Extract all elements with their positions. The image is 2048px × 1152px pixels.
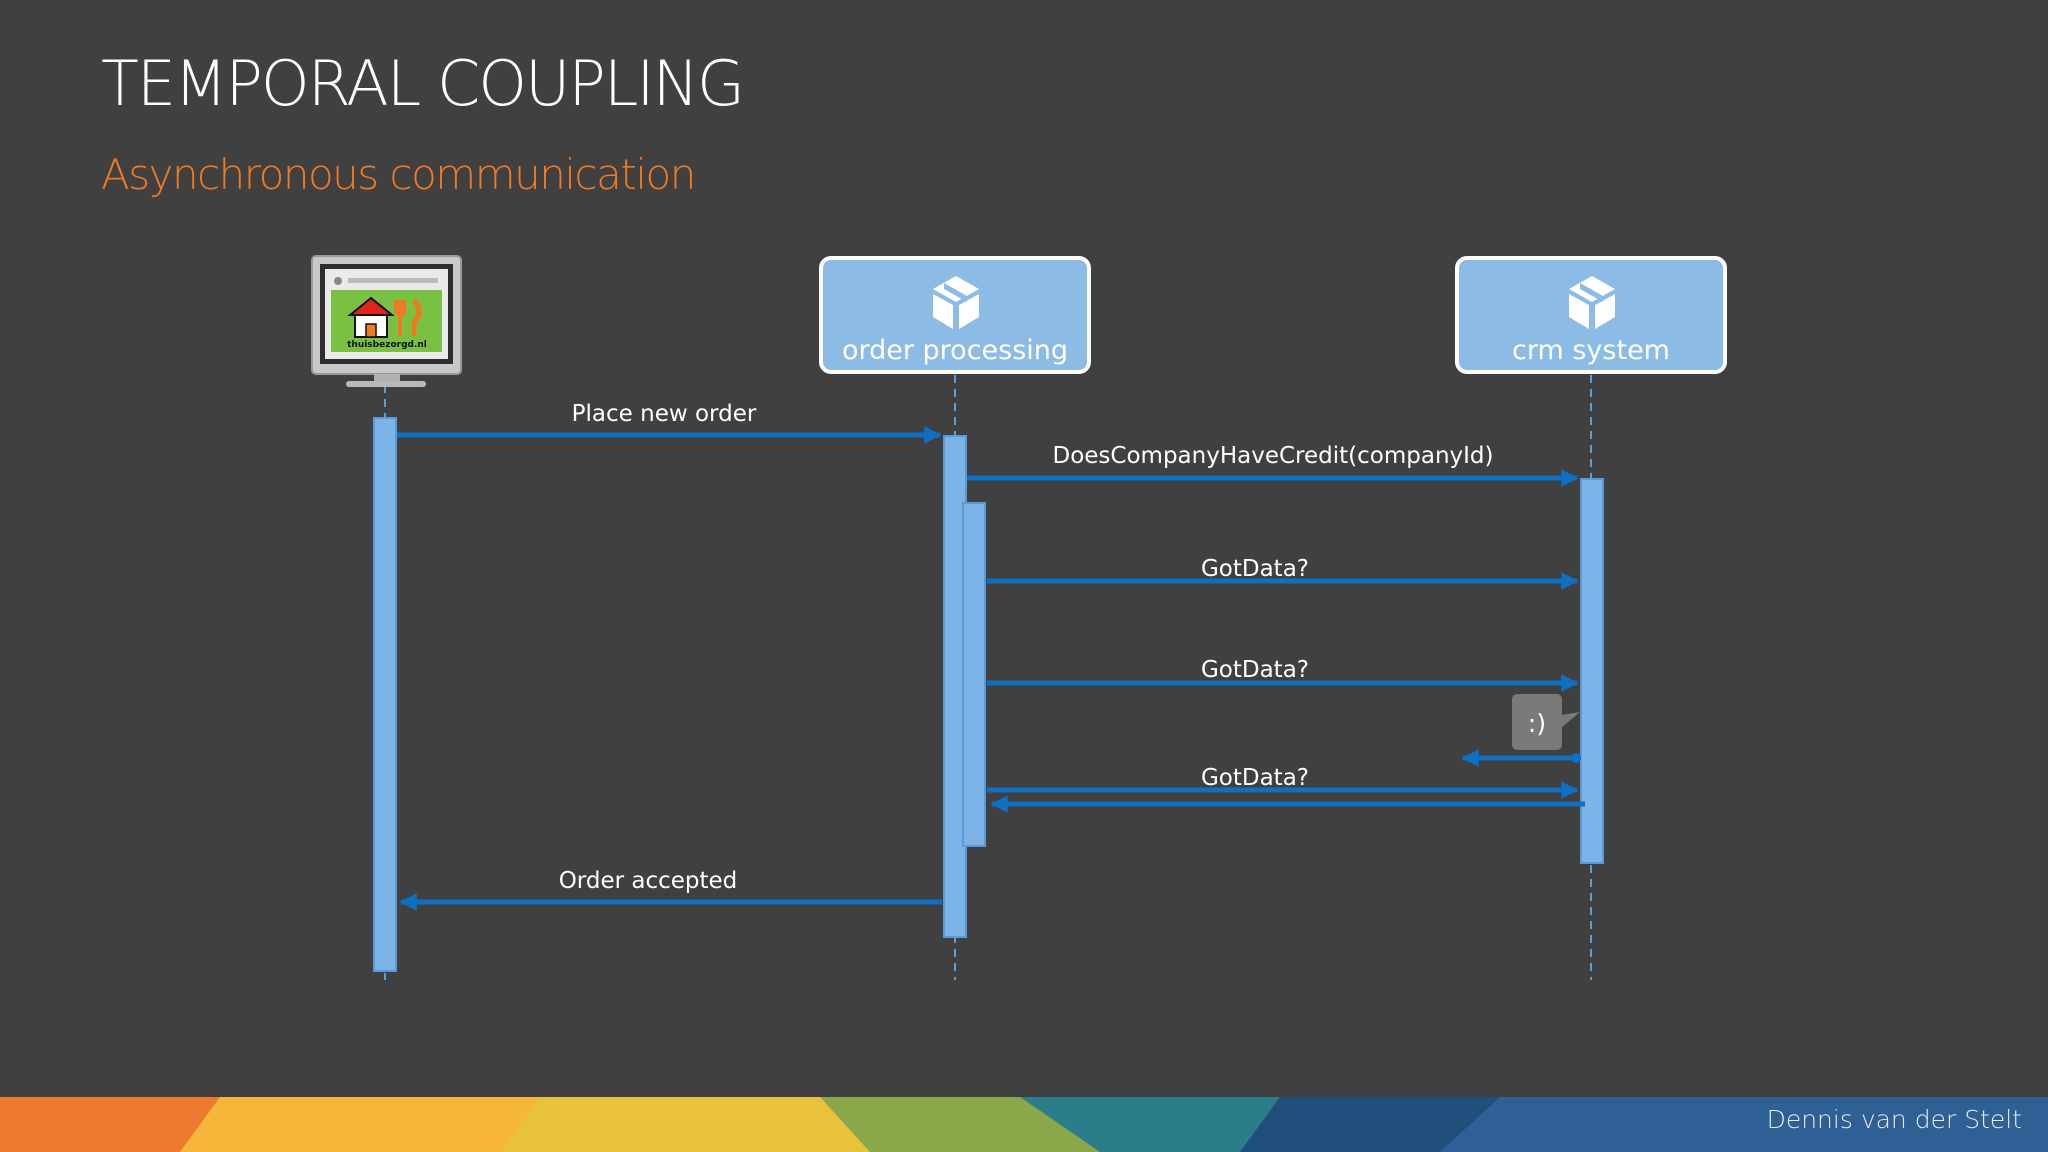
message-label: GotData? — [1201, 765, 1309, 791]
sequence-diagram: thuisbezorgd.nl order processing crm sys… — [311, 255, 1727, 980]
message-label: Order accepted — [559, 868, 738, 894]
client-participant: thuisbezorgd.nl — [311, 255, 462, 387]
participant-label-crm-system: crm system — [1512, 335, 1670, 366]
message-label: GotData? — [1201, 657, 1309, 683]
message-place-new-order: Place new order — [397, 401, 942, 444]
participant-crm-system: crm system — [1455, 256, 1727, 374]
speech-bubble: :) — [1512, 694, 1580, 750]
package-icon — [933, 276, 979, 329]
message-crm-internal — [1461, 749, 1581, 767]
slide-title: TEMPORAL COUPLING — [101, 47, 745, 120]
activation-crm-system — [1580, 478, 1604, 864]
participant-order-processing: order processing — [819, 256, 1091, 374]
slide-subtitle: Asynchronous communication — [101, 150, 696, 199]
message-label: DoesCompanyHaveCredit(companyId) — [1053, 443, 1494, 469]
activation-order-processing-nested — [962, 502, 986, 847]
activation-client — [373, 417, 397, 972]
speech-bubble-text: :) — [1528, 709, 1546, 738]
message-order-accepted: Order accepted — [399, 868, 942, 911]
message-label: GotData? — [1201, 556, 1309, 582]
message-does-company-have-credit: DoesCompanyHaveCredit(companyId) — [967, 443, 1579, 487]
website-monitor-icon: thuisbezorgd.nl — [311, 255, 462, 387]
participant-label-order-processing: order processing — [842, 335, 1068, 366]
footer-banner — [0, 1097, 2048, 1152]
package-icon — [1569, 276, 1615, 329]
client-logo-text: thuisbezorgd.nl — [347, 340, 427, 350]
message-got-data-1: GotData? — [987, 556, 1579, 590]
message-got-data-2: GotData? — [987, 657, 1579, 692]
message-label: Place new order — [572, 401, 757, 427]
author-name: Dennis van der Stelt — [1766, 1105, 2022, 1134]
message-got-data-3: GotData? — [987, 765, 1579, 799]
